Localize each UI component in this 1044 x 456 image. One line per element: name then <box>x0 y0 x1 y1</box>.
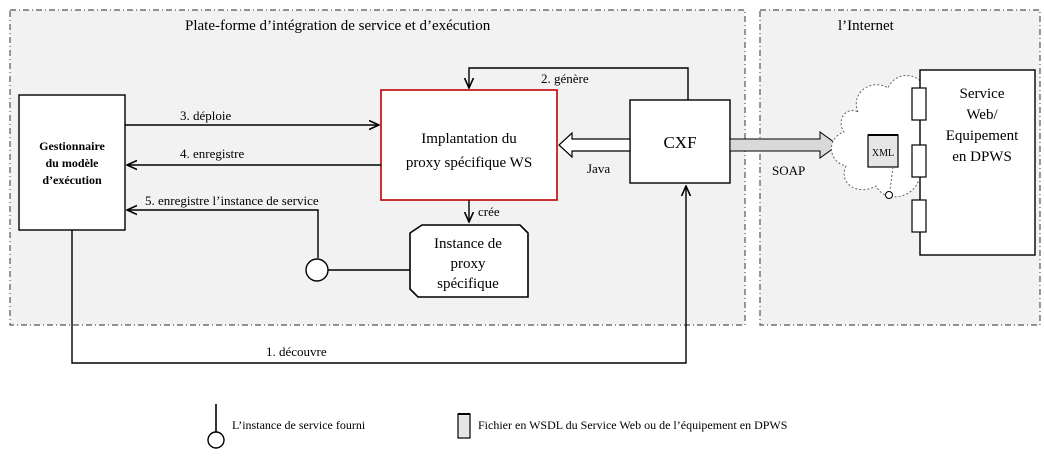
discover-label: 1. découvre <box>266 344 327 359</box>
legend-wsdl-label: Fichier en WSDL du Service Web ou de l’é… <box>478 418 787 432</box>
web-service-label-3: Equipement <box>946 128 1019 144</box>
xml-document-icon: XML <box>867 134 899 168</box>
proxy-impl-label-1: Implantation du <box>421 131 517 147</box>
register-label: 4. enregistre <box>180 146 244 161</box>
cxf-node: CXF <box>629 99 731 184</box>
legend-instance-icon <box>207 431 225 449</box>
generate-label: 2. génère <box>541 71 589 86</box>
xml-label: XML <box>872 148 894 159</box>
service-ports <box>911 85 927 240</box>
generate-arrow <box>469 67 689 100</box>
legend-wsdl-icon <box>457 413 471 439</box>
manager-label-1: Gestionnaire <box>39 139 105 153</box>
proxy-instance-node: Instance de proxy spécifique <box>409 224 529 298</box>
proxy-instance-label-2: proxy <box>451 256 486 272</box>
register-instance-label: 5. enregistre l’instance de service <box>145 193 319 208</box>
proxy-impl-node: Implantation du proxy spécifique WS <box>380 89 558 201</box>
web-service-label-4: en DPWS <box>952 149 1012 165</box>
web-service-node: Service Web/ Equipement en DPWS <box>919 69 1036 256</box>
platform-title: Plate-forme d’intégration de service et … <box>185 18 491 34</box>
java-arrow <box>558 131 631 159</box>
cxf-label: CXF <box>663 133 696 152</box>
proxy-instance-label-1: Instance de <box>434 236 502 252</box>
proxy-instance-label-3: spécifique <box>437 276 499 292</box>
legend-instance-label: L’instance de service fourni <box>232 418 366 432</box>
internet-title: l’Internet <box>838 18 895 34</box>
java-label: Java <box>587 161 610 176</box>
service-instance-circle <box>305 258 329 282</box>
web-service-label-1: Service <box>960 86 1005 102</box>
manager-node: Gestionnaire du modèle d’exécution <box>18 94 126 231</box>
soap-arrow <box>729 131 839 159</box>
manager-label-2: du modèle <box>45 156 99 170</box>
small-instance-icon <box>885 191 893 199</box>
register-instance-arrow <box>127 210 319 258</box>
create-label: crée <box>478 204 500 219</box>
legend: L’instance de service fourni Fichier en … <box>207 404 787 449</box>
web-service-label-2: Web/ <box>966 107 998 123</box>
manager-label-3: d’exécution <box>42 173 102 187</box>
discover-arrow <box>71 186 686 364</box>
soap-label: SOAP <box>772 163 805 178</box>
proxy-impl-label-2: proxy spécifique WS <box>406 155 532 171</box>
deploy-label: 3. déploie <box>180 108 231 123</box>
